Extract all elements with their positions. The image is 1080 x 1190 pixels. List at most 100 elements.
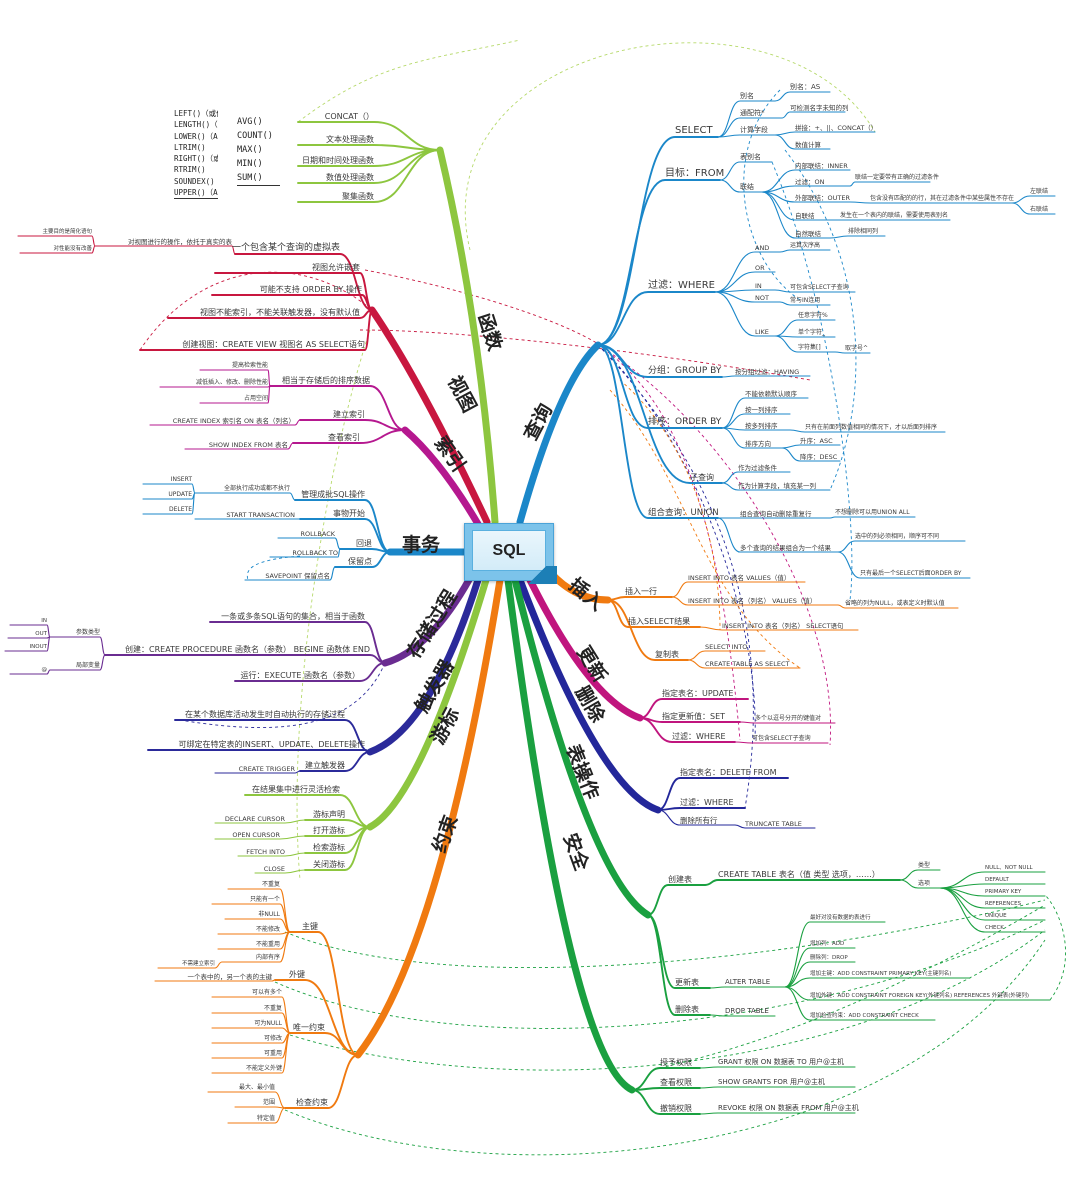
insert-node[interactable]: 省略的列为NULL，或表定义时默认值 (845, 599, 958, 607)
table-node-label[interactable]: 增加检查约束：ADD CONSTRAINT CHECK (810, 1012, 919, 1019)
query-node[interactable]: 排序方向 (745, 439, 782, 448)
query-node[interactable]: 过滤：WHERE (648, 279, 715, 291)
table-node[interactable]: ALTER TABLE (725, 977, 785, 986)
query-node-label[interactable]: 可包含SELECT子查询 (790, 284, 849, 291)
query-node[interactable]: 别名：AS (790, 82, 830, 91)
table-node-label[interactable]: ALTER TABLE (725, 978, 771, 986)
query-node-label[interactable]: 排除相同列 (848, 228, 879, 235)
cursor-node[interactable]: 游标声明 (305, 809, 345, 819)
query-node-label[interactable]: NOT (755, 293, 769, 302)
cursor-node[interactable]: FETCH INTO (238, 847, 285, 856)
cons-node-label[interactable]: 不能定义外键 (245, 1065, 282, 1072)
cursor-node-label[interactable]: 游标声明 (313, 810, 345, 819)
proc-node[interactable]: 参数类型 (50, 628, 100, 636)
table-node[interactable]: 删除列：DROP (810, 954, 855, 962)
tx-node-label[interactable]: 保留点 (348, 557, 372, 566)
table-node[interactable]: DEFAULT (985, 876, 1045, 884)
query-node-label[interactable]: 内部联结：INNER (795, 161, 848, 170)
query-node-label[interactable]: 右联结 (1030, 206, 1049, 213)
trig-node[interactable]: 建立触发器 (300, 760, 345, 770)
query-node[interactable]: 联结 (740, 182, 762, 191)
trig-node-label[interactable]: 建立触发器 (305, 761, 345, 770)
query-node[interactable]: 排序：ORDER BY (648, 416, 722, 427)
index-node[interactable]: 查看索引 (293, 432, 360, 442)
tx-node[interactable]: 事物开始 (300, 508, 365, 518)
index-node-label[interactable]: CREATE INDEX 索引名 ON 表名（列名） (172, 416, 295, 425)
cursor-node-label[interactable]: 检索游标 (313, 843, 345, 852)
insert-node-label[interactable]: CREATE TABLE AS SELECT (705, 659, 790, 668)
query-node-label[interactable]: 按分组过滤：HAVING (735, 367, 800, 376)
query-node[interactable]: SELECT (675, 124, 718, 136)
trig-node-label[interactable]: 在某个数据库活动发生时自动执行的存储过程 (185, 710, 345, 719)
proc-node[interactable]: 运行：EXECUTE 函数名（参数） (235, 670, 360, 680)
table-node[interactable]: UNIQUE (985, 912, 1045, 920)
index-node[interactable]: CREATE INDEX 索引名 ON 表名（列名） (150, 416, 295, 425)
query-node-label[interactable]: 字符集[] (798, 344, 821, 351)
query-node[interactable]: 常与IN连用 (790, 296, 830, 304)
query-node[interactable]: 包含没有匹配的的行，其在过滤条件中某些属性不存在 (870, 194, 1014, 202)
query-node[interactable]: AND (755, 243, 780, 252)
query-node[interactable]: 按一列排序 (745, 405, 790, 414)
proc-node-label[interactable]: 一条或多条SQL语句的集合，相当于函数 (221, 612, 365, 621)
query-node[interactable]: 可包含SELECT子查询 (790, 283, 855, 291)
cons-node[interactable]: 非NULL (225, 910, 280, 918)
proc-node[interactable]: IN (10, 617, 47, 625)
view-node-label[interactable]: 创建视图：CREATE VIEW 视图名 AS SELECT语句 (182, 340, 365, 349)
cons-node-label[interactable]: 一个表中的，另一个表的主键 (187, 972, 273, 981)
view-node[interactable]: 可能不支持 ORDER BY 操作 (212, 284, 362, 294)
table-node[interactable]: 最好对没有数据的表进行 (810, 914, 885, 922)
query-node[interactable]: 按多列排序 (745, 421, 790, 430)
central-topic-sql[interactable]: SQL (464, 523, 557, 584)
update-node-label[interactable]: 指定更新值：SET (662, 712, 726, 721)
trig-node[interactable]: CREATE TRIGGER (215, 764, 295, 773)
cons-node-label[interactable]: 内部有序 (255, 954, 280, 961)
table-node[interactable]: REFERENCES (985, 900, 1045, 908)
query-node-label[interactable]: 按一列排序 (745, 405, 778, 414)
query-node-label[interactable]: 计算字段 (740, 126, 768, 134)
sec-node[interactable]: GRANT 权限 ON 数据表 TO 用户@主机 (718, 1057, 855, 1066)
view-node-label[interactable]: 一个包含某个查询的虚拟表 (231, 243, 340, 253)
table-node[interactable]: 增加列：ADD (810, 940, 855, 948)
cons-node[interactable]: 主键 (290, 921, 318, 931)
del-node-label[interactable]: 指定表名：DELETE FROM (680, 768, 777, 777)
cons-node[interactable]: 可为NULL (212, 1019, 282, 1027)
query-node-label[interactable]: 可检测名字未知的列 (790, 103, 849, 112)
trig-node-label[interactable]: 可绑定在特定表的INSERT、UPDATE、DELETE操作 (178, 740, 366, 749)
table-node[interactable]: 增加外键：ADD CONSTRAINT FOREIGN KEY(外键列名) RE… (810, 992, 1050, 1000)
cursor-node-label[interactable]: 在结果集中进行灵活检索 (252, 785, 340, 794)
proc-node[interactable]: 局部变量 (50, 661, 100, 669)
index-node-label[interactable]: SHOW INDEX FROM 表名 (208, 440, 288, 449)
index-node[interactable]: 提高检索性能 (200, 361, 268, 369)
cons-node-label[interactable]: 可重用 (263, 1050, 282, 1057)
query-node-label[interactable]: 组合查询：UNION (648, 507, 719, 518)
query-node-label[interactable]: 子查询 (690, 473, 714, 482)
query-node[interactable]: 目标：FROM (665, 167, 724, 179)
insert-node[interactable]: 插入SELECT结果 (628, 616, 700, 626)
cons-node[interactable]: 范围 (235, 1098, 275, 1106)
del-node[interactable]: 指定表名：DELETE FROM (680, 767, 788, 777)
func-node-label[interactable]: 文本处理函数 (326, 135, 374, 144)
cons-node[interactable]: 可修改 (212, 1034, 282, 1042)
index-node-label[interactable]: 建立索引 (333, 410, 365, 419)
sec-node-label[interactable]: 撤销权限 (660, 1104, 692, 1113)
sec-node[interactable]: 授予权限 (660, 1057, 700, 1067)
table-node-label[interactable]: 创建表 (668, 875, 692, 884)
update-node-label[interactable]: 过滤：WHERE (672, 732, 726, 741)
table-node-label[interactable]: REFERENCES (985, 900, 1022, 907)
cursor-node-label[interactable]: 关闭游标 (313, 860, 345, 869)
update-node[interactable]: 多个以逗号分开的键值对 (755, 714, 835, 722)
proc-node[interactable]: @ (10, 666, 48, 674)
query-node-label[interactable]: 只有在前面列数值相同的情况下，才以后面列排序 (805, 424, 938, 431)
query-node[interactable]: 发生在一个表内的联结，需要使用表别名 (840, 211, 950, 219)
cons-node-label[interactable]: 可修改 (263, 1035, 282, 1042)
cons-node-label[interactable]: 非NULL (258, 911, 280, 918)
view-node-label[interactable]: 视图允许嵌套 (312, 263, 360, 272)
del-node-label[interactable]: 删除所有行 (680, 815, 718, 825)
table-node-label[interactable]: PRIMARY KEY (985, 888, 1022, 895)
query-node-label[interactable]: LIKE (755, 327, 769, 336)
query-node-label[interactable]: IN (755, 281, 762, 290)
tx-node-label[interactable]: 事物开始 (333, 509, 365, 518)
query-node[interactable]: 选中的列必须相同，顺序可不同 (855, 532, 965, 540)
query-node-label[interactable]: 发生在一个表内的联结，需要使用表别名 (840, 212, 949, 219)
cons-node-label[interactable]: 特定值 (256, 1115, 275, 1122)
